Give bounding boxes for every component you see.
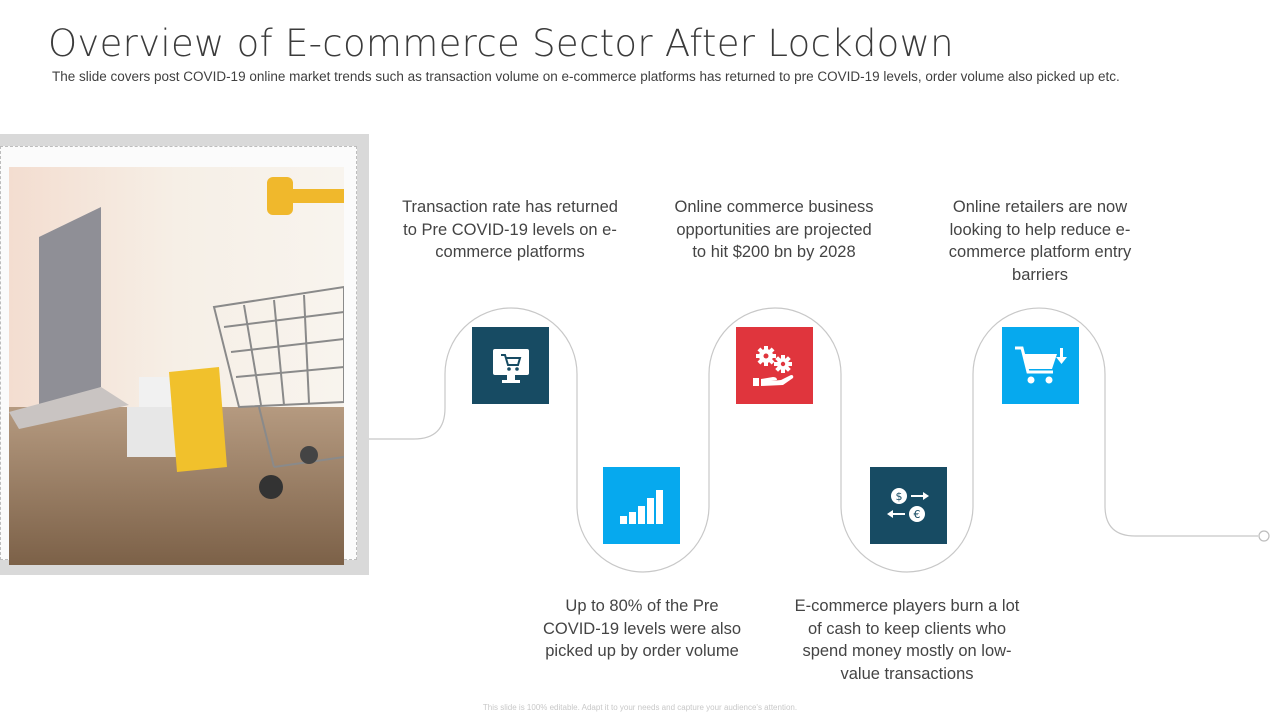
tile-cash-burn: $ € <box>870 467 947 544</box>
shopping-cart-photo <box>9 167 344 565</box>
point-text-transaction-rate: Transaction rate has returned to Pre COV… <box>402 198 618 261</box>
timeline-end-dot <box>1258 530 1270 542</box>
cart-download-icon <box>1014 346 1067 383</box>
slide-subtitle: The slide covers post COVID-19 online ma… <box>52 69 1120 84</box>
point-text-business-opportunities: Online commerce business opportunities a… <box>674 198 874 261</box>
svg-text:$: $ <box>895 490 902 503</box>
slide-footer: This slide is 100% editable. Adapt it to… <box>482 703 798 712</box>
gears-hand-icon <box>752 345 793 386</box>
point-text-order-volume: Up to 80% of the Pre COVID-19 levels wer… <box>542 597 742 660</box>
tile-business-opportunities <box>736 327 813 404</box>
photo-border <box>0 146 357 565</box>
bar-chart-icon <box>619 489 663 524</box>
tile-order-volume <box>603 467 680 544</box>
tile-entry-barriers <box>1002 327 1079 404</box>
slide-title: Overview of E-commerce Sector After Lock… <box>48 22 954 65</box>
computer-cart-icon <box>492 348 529 383</box>
point-text-entry-barriers: Online retailers are now looking to help… <box>948 198 1132 284</box>
svg-text:€: € <box>913 508 920 521</box>
currency-exchange-icon: $ € <box>886 487 929 522</box>
tile-transaction-rate <box>472 327 549 404</box>
photo-frame <box>0 134 369 575</box>
point-text-cash-burn: E-commerce players burn a lot of cash to… <box>794 597 1020 683</box>
